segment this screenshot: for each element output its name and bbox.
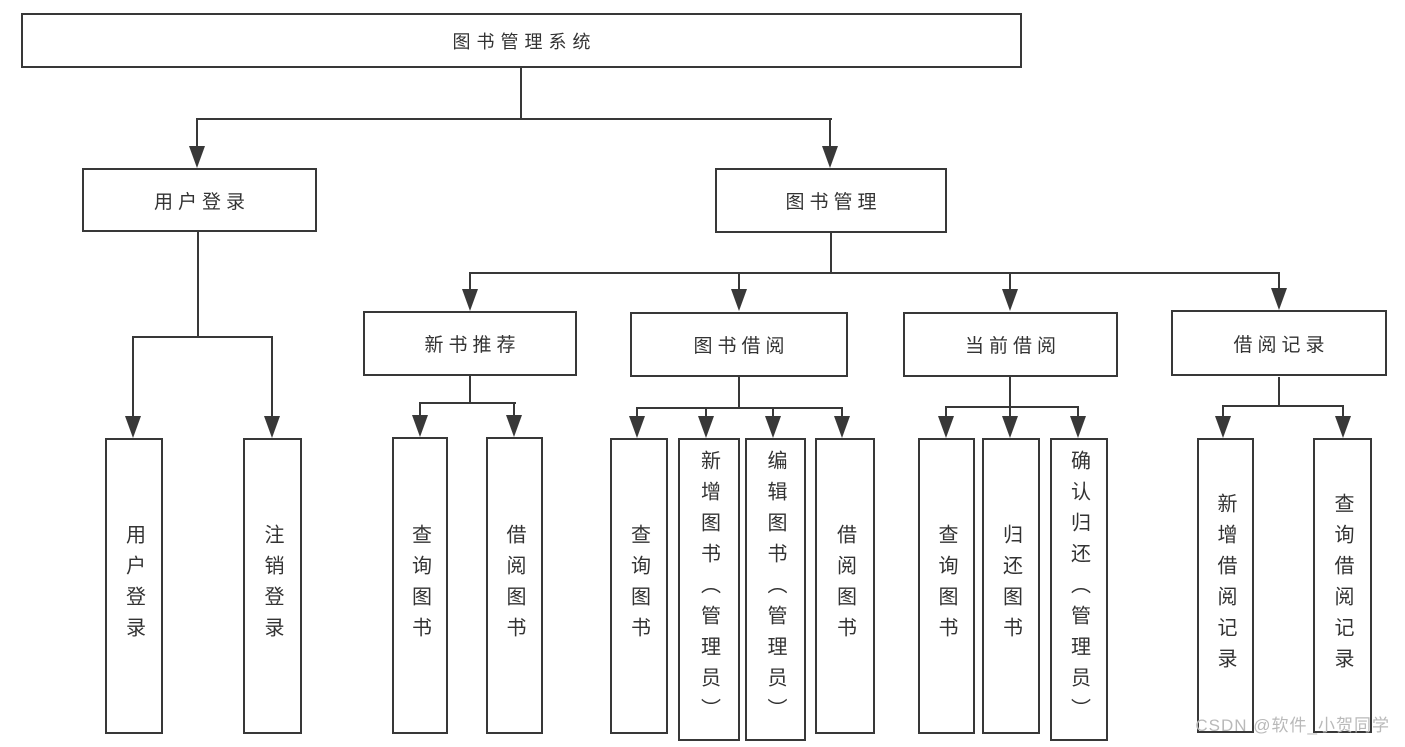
leaf-confirm-return-admin: 确认归还（管理员） <box>1050 438 1108 741</box>
connector-newbook-branch <box>419 402 516 404</box>
connector-mgmt-stem <box>830 233 832 274</box>
connector-borrow-drop-2 <box>705 407 707 418</box>
node-book-borrow: 图书借阅 <box>630 312 848 377</box>
connector-record-drop-2 <box>1342 405 1344 418</box>
connector-login-drop-2 <box>271 336 273 418</box>
leaf-current-query-books: 查询图书 <box>918 438 975 734</box>
arrow-to-book-borrow <box>731 289 747 311</box>
node-book-mgmt: 图书管理 <box>715 168 947 233</box>
arrow-current-leaf-1 <box>938 416 954 438</box>
node-borrow-record: 借阅记录 <box>1171 310 1387 376</box>
arrow-newbook-leaf-1 <box>412 415 428 437</box>
arrow-to-borrow-record <box>1271 288 1287 310</box>
connector-current-drop-3 <box>1077 406 1079 418</box>
leaf-newbook-borrow-books: 借阅图书 <box>486 437 543 734</box>
leaf-borrow-books: 借阅图书 <box>815 438 875 734</box>
connector-mgmt-drop-1 <box>469 272 471 292</box>
connector-root-branch <box>197 118 832 120</box>
connector-record-stem <box>1278 377 1280 407</box>
connector-mgmt-drop-4 <box>1278 272 1280 292</box>
arrow-to-book-mgmt <box>822 146 838 168</box>
arrow-record-leaf-2 <box>1335 416 1351 438</box>
leaf-query-borrow-record: 查询借阅记录 <box>1313 438 1372 733</box>
node-user-login: 用户登录 <box>82 168 317 232</box>
connector-root-drop-left <box>196 118 198 148</box>
arrow-to-new-book <box>462 289 478 311</box>
connector-borrow-drop-3 <box>772 407 774 418</box>
connector-current-stem <box>1009 377 1011 408</box>
arrow-to-leaf-user-login <box>125 416 141 438</box>
node-new-book: 新书推荐 <box>363 311 577 376</box>
node-root: 图书管理系统 <box>21 13 1022 68</box>
connector-borrow-stem <box>738 377 740 409</box>
leaf-logout: 注销登录 <box>243 438 302 734</box>
watermark: CSDN @软件_小贺同学 <box>1195 716 1390 735</box>
arrow-to-leaf-logout <box>264 416 280 438</box>
arrow-newbook-leaf-2 <box>506 415 522 437</box>
connector-newbook-drop-1 <box>419 402 421 417</box>
arrow-borrow-leaf-2 <box>698 416 714 438</box>
connector-root-stem <box>520 68 522 118</box>
connector-mgmt-drop-2 <box>738 272 740 292</box>
connector-login-stem <box>197 232 199 336</box>
connector-root-drop-right <box>829 118 831 148</box>
arrow-to-user-login <box>189 146 205 168</box>
leaf-return-books: 归还图书 <box>982 438 1040 734</box>
arrow-borrow-leaf-1 <box>629 416 645 438</box>
arrow-current-leaf-2 <box>1002 416 1018 438</box>
arrow-current-leaf-3 <box>1070 416 1086 438</box>
connector-current-drop-1 <box>945 406 947 418</box>
connector-login-drop-1 <box>132 336 134 418</box>
arrow-record-leaf-1 <box>1215 416 1231 438</box>
connector-current-drop-2 <box>1009 406 1011 418</box>
leaf-add-books-admin: 新增图书（管理员） <box>678 438 740 741</box>
arrow-to-current-borrow <box>1002 289 1018 311</box>
connector-newbook-drop-2 <box>513 402 515 417</box>
leaf-user-login: 用户登录 <box>105 438 163 734</box>
connector-borrow-drop-1 <box>636 407 638 418</box>
connector-mgmt-drop-3 <box>1009 272 1011 292</box>
connector-current-branch <box>945 406 1079 408</box>
leaf-borrow-query-books: 查询图书 <box>610 438 668 734</box>
connector-login-branch <box>132 336 273 338</box>
connector-record-drop-1 <box>1222 405 1224 418</box>
connector-record-branch <box>1222 405 1344 407</box>
connector-borrow-branch <box>636 407 843 409</box>
connector-borrow-drop-4 <box>841 407 843 418</box>
leaf-add-borrow-record: 新增借阅记录 <box>1197 438 1254 733</box>
leaf-edit-books-admin: 编辑图书（管理员） <box>745 438 806 741</box>
connector-newbook-stem <box>469 376 471 404</box>
node-current-borrow: 当前借阅 <box>903 312 1118 377</box>
arrow-borrow-leaf-4 <box>834 416 850 438</box>
connector-mgmt-branch <box>469 272 1280 274</box>
arrow-borrow-leaf-3 <box>765 416 781 438</box>
leaf-newbook-query-books: 查询图书 <box>392 437 448 734</box>
